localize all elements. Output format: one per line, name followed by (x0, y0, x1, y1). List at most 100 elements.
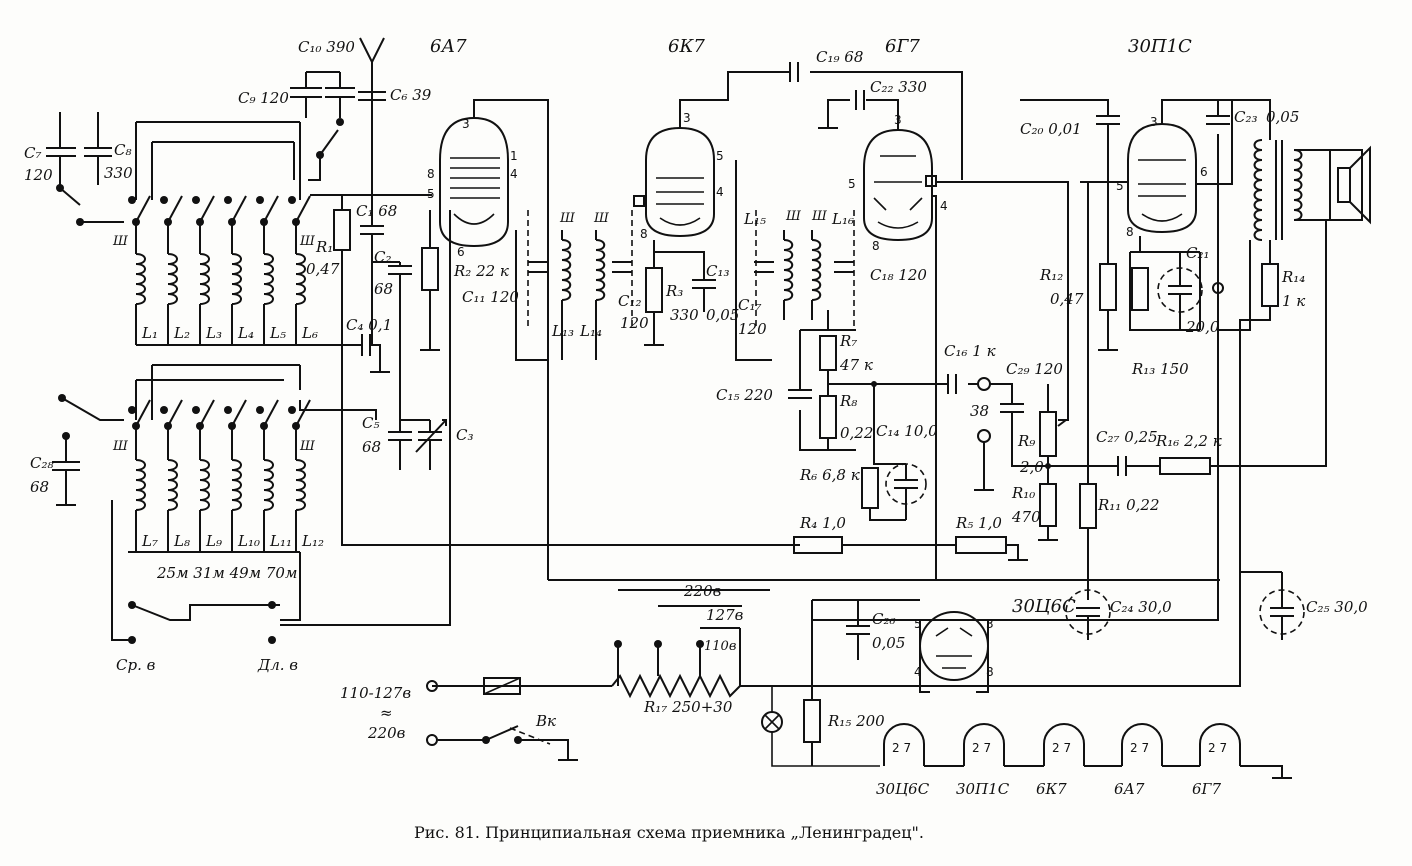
resistor-r8 (819, 395, 837, 450)
label-mains-high: 220в (367, 724, 406, 742)
if-transformer-1 (515, 210, 633, 361)
label-r2: R₂ 22 к (453, 262, 509, 280)
label-c1: C₁ 68 (356, 202, 397, 220)
coil-l4: L₄ (224, 195, 254, 345)
resistor-r3 (644, 240, 705, 346)
label-coil-l10: L₁₀ (237, 532, 260, 550)
label-c26: C₂₆ (872, 610, 896, 628)
ot-primary (1253, 139, 1263, 241)
tube-6g7 (818, 99, 1069, 580)
label-c2-value: 68 (374, 280, 393, 298)
capacitor-c21-electrolytic (1157, 252, 1203, 330)
pin-label: 3 (986, 617, 994, 631)
label-l13: L₁₃ (551, 322, 574, 340)
ot-secondary (1293, 149, 1308, 221)
c7-switch (56, 184, 124, 226)
jack-38 (974, 377, 1013, 491)
tube-label-6g7: 6Г7 (885, 36, 920, 57)
label-coil-marker: Ш (112, 234, 129, 249)
band-switch-long (268, 210, 451, 644)
label-c4: C₄ 0,1 (346, 316, 392, 334)
label-c23: C₂₃ (1234, 108, 1258, 126)
potentiometer-r9 (1039, 384, 1067, 484)
label-r6: R₆ 6,8 к (799, 466, 860, 484)
label-c24: C₂₄ 30,0 (1110, 598, 1172, 616)
label-c8-value: 330 (104, 164, 133, 182)
coil-l2: L₂ (160, 195, 190, 345)
tube-6k7 (633, 71, 963, 238)
pin-label: 3 (462, 117, 470, 131)
resistor-r13 (1131, 267, 1149, 311)
pin-label: 8 (986, 665, 994, 679)
heater-tube-label: 6К7 (1036, 780, 1067, 798)
pin-label: 5 (716, 149, 724, 163)
label-r11: R₁₁ 0,22 (1097, 496, 1160, 514)
capacitor-c6 (358, 91, 386, 101)
label-c5-value: 68 (362, 438, 381, 456)
resistor-r5 (955, 536, 1007, 554)
resistor-r16 (1159, 457, 1211, 475)
capacitor-c5 (388, 420, 412, 470)
label-c13: C₁₃ (706, 262, 730, 280)
label-mains-low: 110-127в (340, 684, 411, 702)
pin-label: 5 (848, 177, 856, 191)
resistor-r7 (819, 335, 837, 396)
label-c13-value: 0,05 (706, 306, 739, 324)
capacitor-c28 (52, 394, 124, 506)
pin-label: 5 (1116, 179, 1124, 193)
tube-label-6k7: 6К7 (668, 36, 705, 57)
coil-l7: L₇ (128, 399, 158, 552)
label-c28: C₂₈ (30, 454, 54, 472)
capacitor-c7 (46, 112, 76, 185)
heater-tube-label: 6А7 (1114, 780, 1145, 798)
if2-coils (783, 230, 822, 320)
label-c26-value: 0,05 (872, 634, 905, 652)
label-r9: R₉ (1017, 432, 1035, 450)
label-c8: C₈ (114, 141, 132, 159)
output-transformer-coils (1253, 139, 1308, 241)
label-c17: C₁₇ (738, 296, 762, 314)
coil-l8: L₈ (160, 399, 190, 552)
if1-coil-primary (561, 230, 572, 360)
coil-l12: L₁₂ (288, 399, 324, 552)
if2-coil-primary (783, 230, 794, 320)
pin-label: 3 (894, 113, 902, 127)
capacitor-c29 (1000, 403, 1048, 467)
heater-pins: 2 7 (892, 741, 911, 755)
pin-label: 8 (640, 227, 648, 241)
tube-30p1s (1127, 99, 1250, 234)
label-l15: L₁₅ (743, 210, 766, 228)
resistor-r11 (1079, 182, 1097, 600)
label-tap-220: 220в (683, 582, 722, 600)
antenna-symbol (359, 37, 385, 200)
label-c21-value: 20,0 (1185, 318, 1220, 336)
label-r7-value: 47 к (839, 356, 873, 374)
heater-pins: 2 7 (1208, 741, 1227, 755)
pin-label: 5 (914, 617, 922, 631)
speaker-icon (1308, 145, 1371, 225)
label-c2: C₂ (374, 248, 392, 266)
label-power-switch: Вк (535, 712, 556, 730)
label-ac-symbol: ≈ (380, 704, 393, 722)
capacitor-c15 (788, 389, 812, 399)
band-switch-medium (128, 601, 280, 644)
tube-label-30p1s: 30П1С (1128, 36, 1192, 57)
capacitor-c27 (1117, 456, 1138, 476)
if-transformer-2 (735, 160, 855, 361)
label-c12: C₁₂ (618, 292, 642, 310)
label-c18: C₁₈ 120 (870, 266, 927, 284)
label-r4: R₄ 1,0 (799, 514, 846, 532)
label-c11: C₁₁ 120 (462, 288, 519, 306)
capacitor-c19 (789, 62, 799, 82)
capacitor-c1 (360, 200, 384, 262)
label-coil-marker: Ш (785, 209, 802, 224)
label-r7: R₇ (839, 332, 857, 350)
label-c17-value: 120 (738, 320, 767, 338)
resistor-r4 (793, 536, 843, 554)
pin-label: 6 (1200, 165, 1208, 179)
output-transformer (1250, 99, 1283, 264)
label-c23-value: 0,05 (1266, 108, 1299, 126)
